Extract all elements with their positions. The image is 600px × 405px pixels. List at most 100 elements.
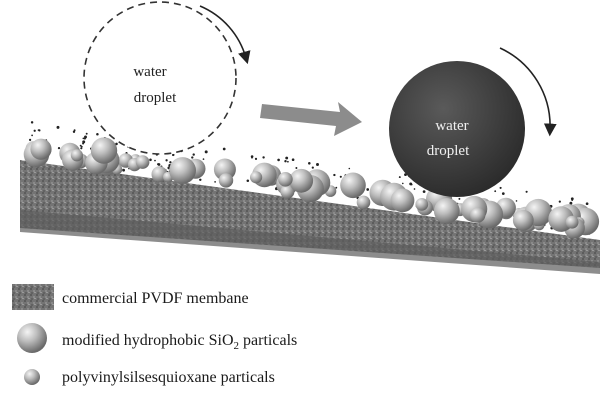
- nano-dot: [84, 135, 87, 139]
- nano-dot: [96, 133, 99, 136]
- nano-dot: [202, 158, 205, 160]
- nano-dot: [37, 129, 40, 131]
- nano-dot: [222, 147, 226, 151]
- left-rotation-arrow: [199, 5, 251, 65]
- nano-dot: [79, 144, 82, 147]
- nano-dot: [80, 147, 83, 150]
- sio2-sphere: [90, 137, 118, 164]
- legend-sio2-swatch: [17, 323, 47, 353]
- sio2-sphere: [289, 168, 314, 193]
- legend-sio2-label: modified hydrophobic SiO2 particals: [62, 332, 297, 352]
- nano-dot: [348, 167, 351, 170]
- right-droplet-label-line1: water: [435, 118, 468, 134]
- transition-arrow: [260, 102, 362, 136]
- nano-dot: [569, 201, 573, 205]
- membrane-bottom-band: [20, 210, 600, 274]
- nano-dot: [72, 130, 76, 134]
- nano-dot: [56, 125, 60, 129]
- nano-dot: [165, 159, 168, 162]
- left-water-droplet: [83, 1, 237, 155]
- nano-dot: [291, 158, 295, 162]
- nano-dot: [311, 166, 314, 169]
- nano-dot: [262, 156, 265, 159]
- nano-dot: [558, 200, 561, 203]
- nano-dot: [250, 155, 254, 158]
- nano-dot: [339, 175, 342, 178]
- nano-dot: [366, 188, 370, 191]
- nano-dot: [82, 140, 86, 144]
- nano-dot: [73, 129, 76, 132]
- legend-membrane-label: commercial PVDF membane: [62, 290, 249, 307]
- nano-dot: [571, 199, 574, 201]
- pvdf-membrane: [20, 160, 600, 268]
- nano-dot: [501, 192, 505, 195]
- sio2-sphere: [169, 157, 197, 184]
- nano-dot: [409, 182, 413, 186]
- nano-dot: [31, 134, 33, 137]
- nano-dot: [525, 190, 528, 193]
- pvsq-sphere: [280, 184, 295, 199]
- sio2-sphere: [433, 198, 460, 224]
- nano-dot: [122, 168, 125, 172]
- left-droplet-label-line1: water: [133, 64, 166, 80]
- nano-dot: [335, 186, 338, 189]
- pvsq-sphere: [415, 198, 429, 211]
- right-droplet-label-line2: droplet: [427, 143, 470, 159]
- nano-dot: [33, 129, 36, 132]
- nano-dot: [246, 179, 250, 183]
- nano-dot: [308, 162, 311, 165]
- nano-dot: [499, 186, 502, 189]
- nano-dot: [422, 190, 426, 193]
- sio2-sphere: [390, 188, 415, 213]
- pvsq-sphere: [470, 207, 486, 223]
- legend-pvsq-label: polyvinylsilsesquioxane particals: [62, 369, 275, 386]
- nano-dot: [169, 161, 172, 164]
- nano-dot: [401, 182, 404, 185]
- nano-dot: [295, 167, 298, 169]
- left-droplet-label-line2: droplet: [134, 90, 177, 106]
- nano-dot: [85, 132, 88, 135]
- nano-dot: [284, 159, 287, 163]
- nano-dot: [157, 163, 160, 166]
- pvsq-sphere: [565, 215, 579, 229]
- nano-dot: [515, 200, 518, 202]
- nano-dot: [585, 202, 589, 206]
- sio2-sphere: [512, 209, 534, 231]
- nano-dot: [214, 181, 216, 183]
- pvsq-sphere: [250, 171, 263, 184]
- pvsq-sphere: [70, 149, 83, 162]
- right-water-droplet: [389, 61, 525, 197]
- nano-dot: [333, 173, 336, 177]
- sio2-sphere: [340, 172, 366, 199]
- nano-dot: [149, 158, 152, 162]
- nano-dot: [81, 145, 83, 148]
- pvsq-sphere: [218, 173, 234, 188]
- nano-dot: [277, 158, 280, 162]
- right-rotation-arrow: [499, 47, 557, 137]
- particle-layer: [23, 121, 600, 239]
- nano-dot: [57, 146, 61, 150]
- sio2-sphere: [30, 138, 52, 160]
- nano-dot: [28, 138, 32, 142]
- nano-dot: [82, 137, 85, 140]
- nano-dot: [172, 154, 175, 156]
- nano-dot: [413, 188, 416, 190]
- nano-dot: [254, 157, 258, 160]
- nano-dot: [199, 178, 202, 182]
- nano-dot: [285, 156, 289, 160]
- nano-dot: [204, 150, 208, 154]
- nano-dot: [287, 160, 289, 163]
- pvsq-sphere: [278, 172, 293, 187]
- nano-dot: [191, 156, 194, 159]
- nano-dot: [316, 163, 319, 166]
- nano-dot: [115, 142, 118, 146]
- nano-dot: [154, 159, 156, 162]
- legend-pvsq-swatch: [24, 369, 40, 385]
- legend-membrane-swatch: [12, 284, 54, 310]
- nano-dot: [458, 197, 461, 200]
- pvsq-sphere: [356, 195, 371, 210]
- nano-dot: [398, 176, 401, 179]
- nano-dot: [494, 190, 497, 193]
